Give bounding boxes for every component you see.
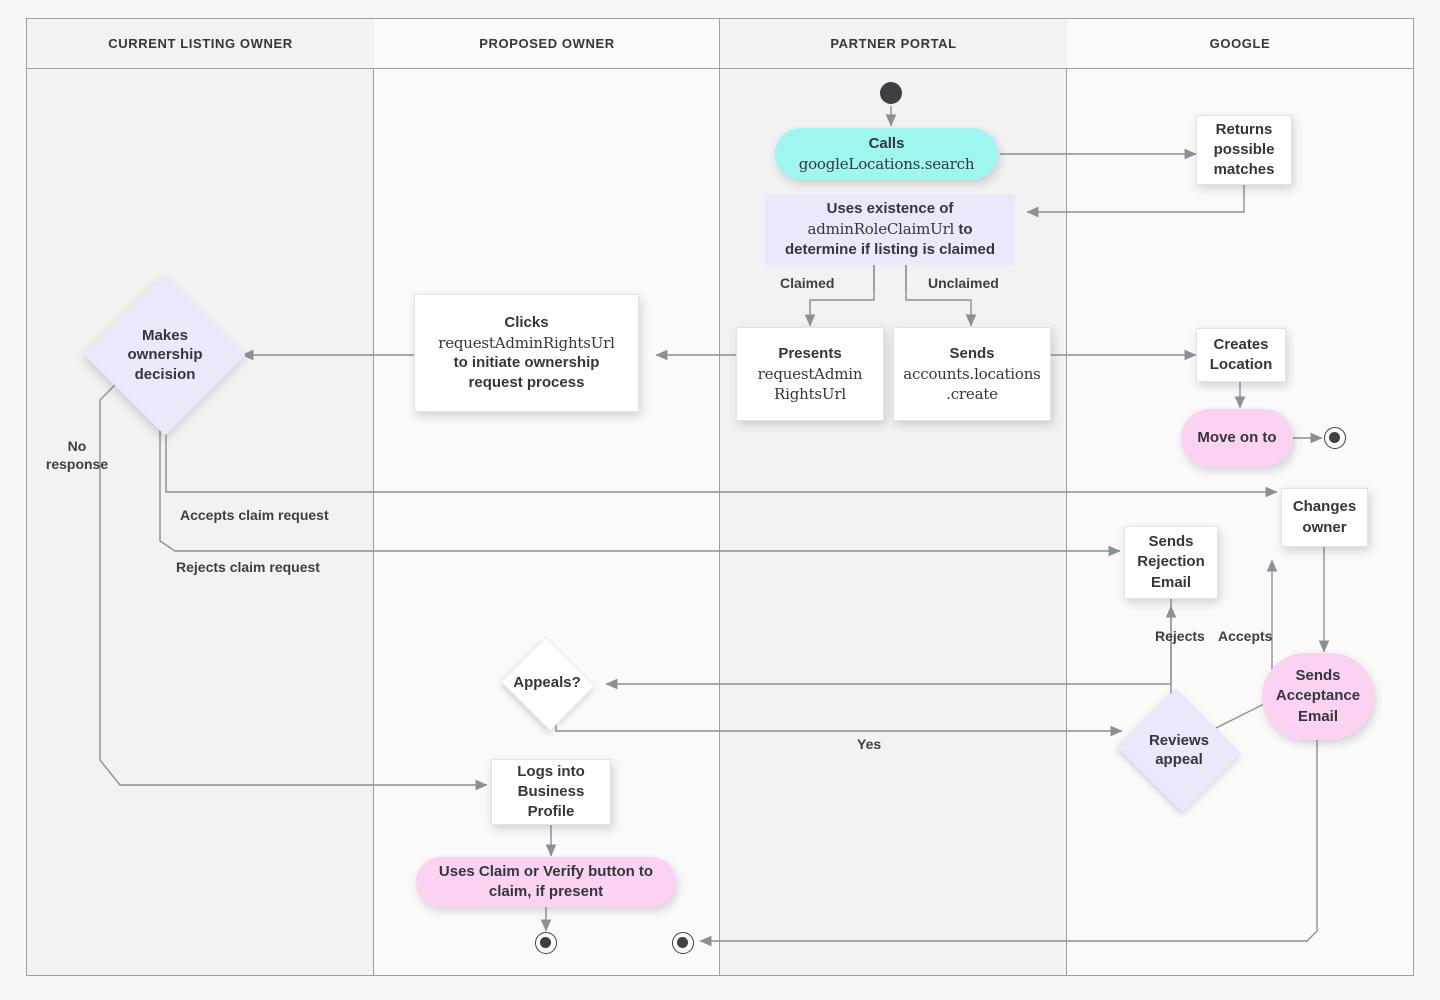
lane-header-label: PARTNER PORTAL bbox=[830, 36, 957, 51]
node-line-2: possible bbox=[1213, 140, 1275, 158]
node-uses-claim-or-verify-button[interactable]: Uses Claim or Verify button to claim, if… bbox=[416, 857, 676, 907]
edge-label-no-response: No response bbox=[45, 438, 109, 473]
diamond-label: Makes ownership decision bbox=[108, 298, 222, 412]
node-uses-existence-adminroleclaimurl[interactable]: Uses existence of adminRoleClaimUrl to d… bbox=[765, 194, 1015, 265]
edge-label-yes: Yes bbox=[857, 736, 882, 752]
node-line-3: determine if listing is claimed bbox=[784, 241, 996, 259]
edge-label-claimed: Claimed bbox=[780, 275, 835, 291]
node-line-3: RightsUrl bbox=[774, 385, 846, 404]
node-line-2: owner bbox=[1302, 518, 1347, 536]
node-line-1: Uses Claim or Verify button to bbox=[438, 862, 654, 880]
node-line-1: Clicks bbox=[504, 313, 549, 331]
lane-header-label: CURRENT LISTING OWNER bbox=[108, 36, 293, 51]
node-line-3: Email bbox=[1297, 707, 1339, 725]
end-node-proposed-owner bbox=[535, 932, 557, 954]
node-line-2-wrap: adminRoleClaimUrl to bbox=[807, 219, 972, 240]
node-line-4: request process bbox=[468, 374, 585, 392]
node-line-2: googleLocations.search bbox=[798, 155, 975, 173]
node-line-3: Email bbox=[1150, 573, 1192, 591]
node-line-1: Sends bbox=[1148, 533, 1194, 551]
node-line-1: Reviews bbox=[1148, 731, 1210, 749]
node-line-2: claim, if present bbox=[488, 883, 604, 900]
node-line-2: Acceptance bbox=[1275, 687, 1361, 705]
node-line-3: to initiate ownership bbox=[453, 354, 600, 371]
node-appeals-decision[interactable]: Appeals? bbox=[500, 637, 595, 731]
node-line-2: requestAdminRightsUrl bbox=[438, 333, 615, 352]
diamond-label: Reviews appeal bbox=[1117, 694, 1241, 806]
node-line-2: Rejection bbox=[1137, 553, 1205, 571]
node-sends-acceptance-email[interactable]: Sends Acceptance Email bbox=[1262, 653, 1374, 740]
edge-label-rejects: Rejects bbox=[1155, 628, 1205, 644]
lane-proposed-owner bbox=[374, 19, 720, 975]
node-line-1: Appeals? bbox=[513, 674, 581, 692]
start-node-partner-portal bbox=[880, 82, 902, 104]
node-line-2: requestAdmin bbox=[757, 364, 863, 383]
lane-current-listing-owner bbox=[27, 19, 374, 975]
node-line-1: Returns bbox=[1215, 120, 1273, 138]
node-sends-rejection-email[interactable]: Sends Rejection Email bbox=[1124, 526, 1218, 599]
node-line-1: Logs into bbox=[517, 762, 585, 780]
node-returns-possible-matches[interactable]: Returns possible matches bbox=[1196, 115, 1292, 185]
node-line-1: Presents bbox=[778, 344, 842, 362]
swimlane-frame: CURRENT LISTING OWNER PROPOSED OWNER PAR… bbox=[26, 18, 1414, 976]
node-line-1: Sends bbox=[1295, 667, 1341, 685]
node-clicks-request-admin-rights-url[interactable]: Clicks requestAdminRightsUrl to initiate… bbox=[414, 294, 639, 412]
node-line-1: Calls bbox=[868, 134, 905, 152]
node-calls-google-locations-search[interactable]: Calls googleLocations.search bbox=[775, 128, 998, 180]
node-changes-owner[interactable]: Changes owner bbox=[1281, 488, 1368, 547]
node-line-1: Uses existence of bbox=[826, 199, 954, 217]
node-line-2: ownership bbox=[127, 346, 203, 364]
end-node-partner-portal bbox=[672, 932, 694, 954]
node-makes-ownership-decision[interactable]: Makes ownership decision bbox=[84, 274, 246, 436]
node-line-1: Changes bbox=[1292, 498, 1357, 516]
edge-label-accepts: Accepts bbox=[1218, 628, 1273, 644]
node-line-3: matches bbox=[1213, 161, 1275, 179]
lane-header-label: PROPOSED OWNER bbox=[479, 36, 615, 51]
node-sends-accounts-locations-create[interactable]: Sends accounts.locations .create bbox=[893, 327, 1051, 421]
node-line-2: Business bbox=[517, 782, 585, 800]
node-presents-request-admin-rights-url[interactable]: Presents requestAdmin RightsUrl bbox=[736, 327, 884, 421]
node-line-2: Location bbox=[1209, 356, 1273, 373]
node-logs-into-business-profile[interactable]: Logs into Business Profile bbox=[491, 759, 611, 825]
lane-header-label: GOOGLE bbox=[1209, 36, 1271, 51]
node-move-on-to[interactable]: Move on to bbox=[1181, 409, 1293, 467]
node-line-3: decision bbox=[134, 365, 196, 383]
node-line-2-tail: to bbox=[954, 220, 973, 238]
lane-header-current-listing-owner: CURRENT LISTING OWNER bbox=[27, 19, 374, 69]
node-line-1: Creates bbox=[1213, 335, 1269, 353]
edge-label-accepts-claim-request: Accepts claim request bbox=[180, 507, 329, 523]
node-line-1: Sends bbox=[949, 344, 995, 362]
node-reviews-appeal-decision[interactable]: Reviews appeal bbox=[1117, 688, 1241, 812]
node-creates-location[interactable]: Creates Location bbox=[1196, 328, 1286, 382]
lane-header-partner-portal: PARTNER PORTAL bbox=[720, 19, 1067, 69]
node-line-3: Profile bbox=[527, 803, 575, 821]
node-line-2: appeal bbox=[1155, 751, 1203, 768]
lane-header-proposed-owner: PROPOSED OWNER bbox=[374, 19, 720, 69]
edge-label-rejects-claim-request: Rejects claim request bbox=[176, 559, 320, 575]
node-line-3: .create bbox=[946, 385, 998, 404]
node-line-1: Move on to bbox=[1197, 428, 1277, 446]
diamond-label: Appeals? bbox=[500, 640, 594, 726]
end-node-google bbox=[1324, 427, 1346, 449]
node-line-2: accounts.locations bbox=[903, 364, 1041, 383]
lane-header-google: GOOGLE bbox=[1067, 19, 1413, 69]
node-line-1: Makes bbox=[142, 326, 188, 344]
edge-label-unclaimed: Unclaimed bbox=[928, 275, 999, 291]
node-line-2: adminRoleClaimUrl bbox=[807, 219, 955, 238]
